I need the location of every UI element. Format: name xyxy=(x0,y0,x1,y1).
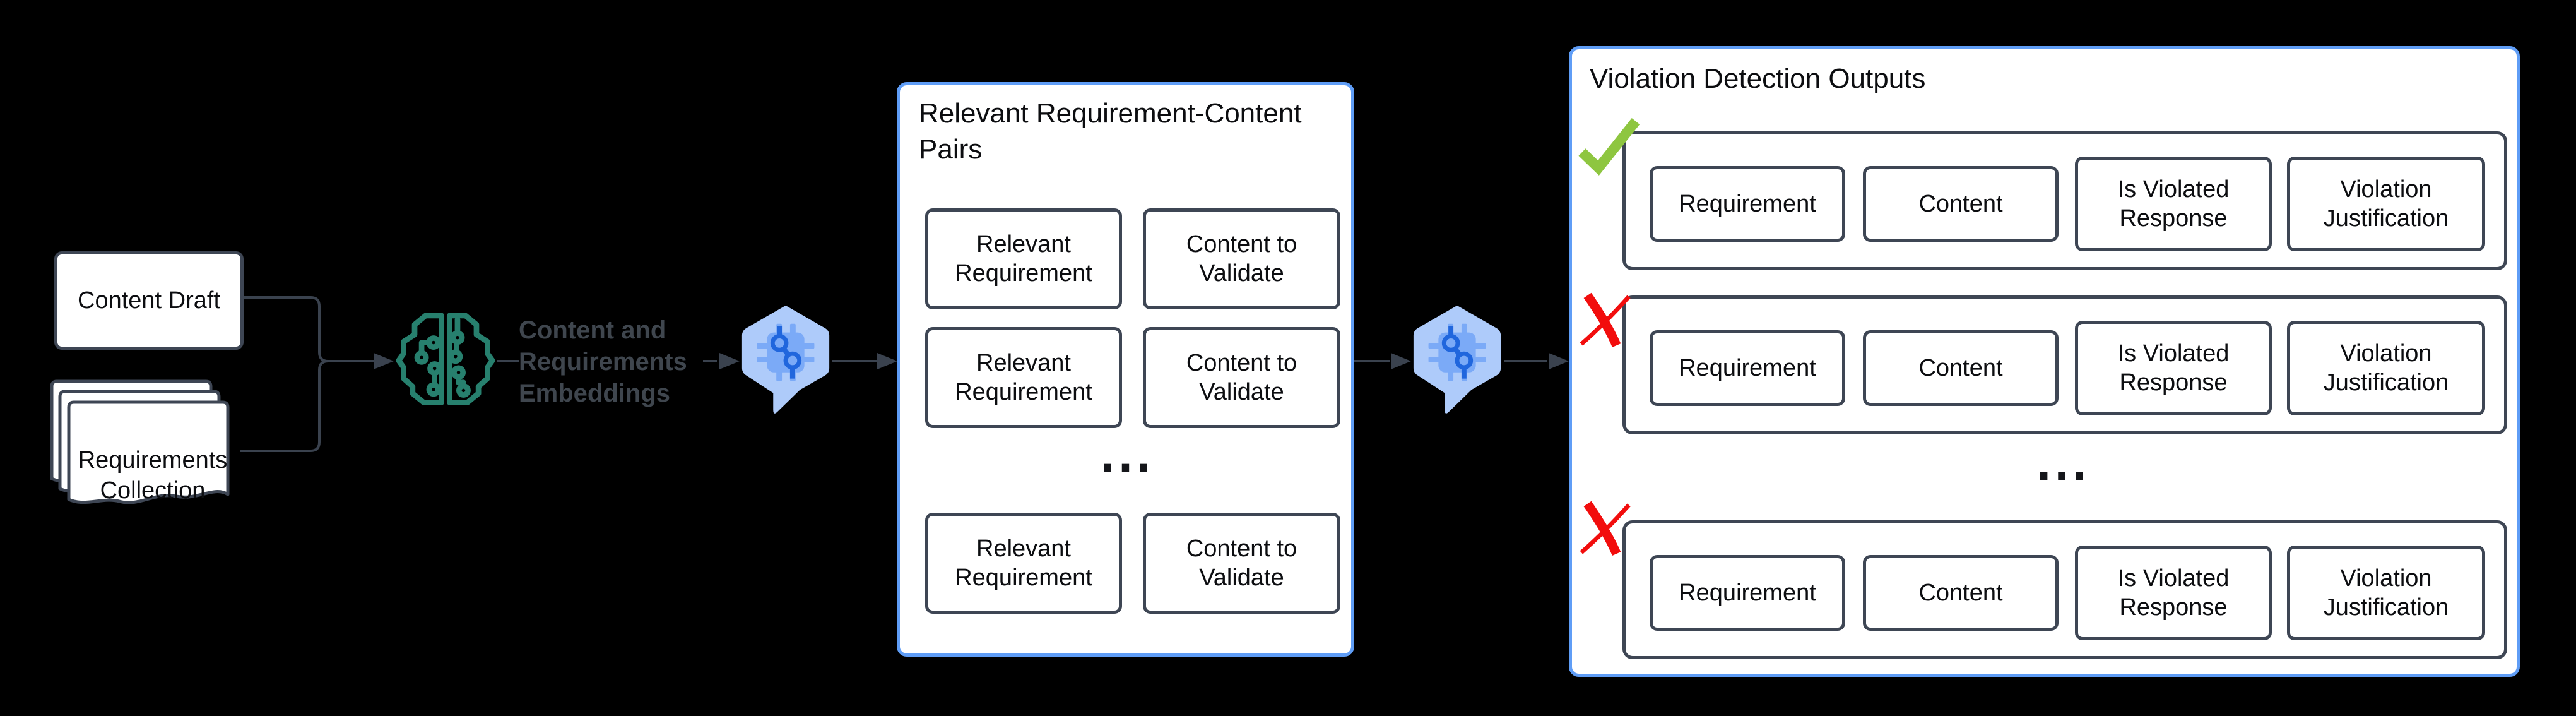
is-violated-response-cell: Is Violated Response xyxy=(2075,546,2272,640)
pairs-ellipsis: ⋯ xyxy=(1099,437,1152,497)
cell-label: Violation Justification xyxy=(2323,340,2449,396)
outputs-panel-title: Violation Detection Outputs xyxy=(1590,63,1926,94)
requirement-cell: Requirement xyxy=(1650,166,1845,242)
cell-label: Is Violated Response xyxy=(2117,565,2230,621)
cross-icon xyxy=(1580,501,1631,556)
pairs-panel-title: Relevant Requirement-Content Pairs xyxy=(919,98,1302,165)
cell-label: Requirement xyxy=(1679,191,1816,217)
cell-label: Relevant Requirement xyxy=(955,535,1092,591)
relevant-requirement-cell: Relevant Requirement xyxy=(925,513,1122,614)
cross-icon xyxy=(1580,292,1631,347)
violation-justification-cell: Violation Justification xyxy=(2287,321,2485,415)
outputs-panel: Violation Detection Outputs Requirement … xyxy=(1569,46,2520,677)
cell-label: Relevant Requirement xyxy=(955,350,1092,405)
cell-label: Requirement xyxy=(1679,580,1816,606)
content-cell: Content xyxy=(1863,330,2059,406)
cell-label: Relevant Requirement xyxy=(955,231,1092,287)
cell-label: Is Violated Response xyxy=(2117,176,2230,232)
output-row: Requirement Content Is Violated Response… xyxy=(1622,131,2507,270)
violation-justification-cell: Violation Justification xyxy=(2287,546,2485,640)
violation-justification-cell: Violation Justification xyxy=(2287,157,2485,251)
output-row: Requirement Content Is Violated Response… xyxy=(1622,295,2507,434)
content-cell: Content xyxy=(1863,166,2059,242)
content-to-validate-cell: Content to Validate xyxy=(1143,513,1340,614)
llm-chip-bubble-icon xyxy=(741,306,830,414)
cell-label: Content to Validate xyxy=(1186,535,1297,591)
requirement-cell: Requirement xyxy=(1650,555,1845,631)
outputs-ellipsis: ⋯ xyxy=(2035,445,2089,505)
pairs-panel: Relevant Requirement-Content Pairs Relev… xyxy=(897,82,1354,657)
document-stack-icon xyxy=(50,379,230,504)
content-draft-node: Content Draft xyxy=(54,251,244,350)
cell-label: Violation Justification xyxy=(2323,176,2449,232)
is-violated-response-cell: Is Violated Response xyxy=(2075,157,2272,251)
cell-label: Content to Validate xyxy=(1186,231,1297,287)
cell-label: Content to Validate xyxy=(1186,350,1297,405)
cell-label: Violation Justification xyxy=(2323,565,2449,621)
cell-label: Content xyxy=(1918,580,2003,606)
is-violated-response-cell: Is Violated Response xyxy=(2075,321,2272,415)
content-to-validate-cell: Content to Validate xyxy=(1143,327,1340,428)
content-draft-label: Content Draft xyxy=(78,287,220,314)
content-to-validate-cell: Content to Validate xyxy=(1143,208,1340,309)
llm-chip-bubble-icon xyxy=(1413,306,1501,414)
cell-label: Content xyxy=(1918,355,2003,381)
requirements-collection-label: Requirements Collection xyxy=(78,447,228,504)
cell-label: Requirement xyxy=(1679,355,1816,381)
relevant-requirement-cell: Relevant Requirement xyxy=(925,327,1122,428)
content-cell: Content xyxy=(1863,555,2059,631)
output-row: Requirement Content Is Violated Response… xyxy=(1622,520,2507,659)
cell-label: Is Violated Response xyxy=(2117,340,2230,396)
brain-circuit-icon xyxy=(396,313,495,405)
requirement-cell: Requirement xyxy=(1650,330,1845,406)
relevant-requirement-cell: Relevant Requirement xyxy=(925,208,1122,309)
check-icon xyxy=(1578,118,1640,176)
embeddings-caption: Content and Requirements Embeddings xyxy=(519,314,703,409)
cell-label: Content xyxy=(1918,191,2003,217)
